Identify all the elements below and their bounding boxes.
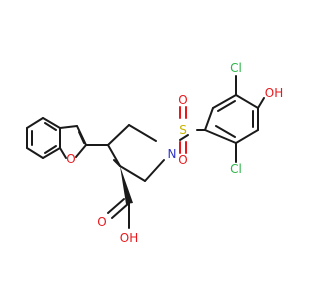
benzene-ring-left (26, 117, 61, 159)
bond-c3-hash (113, 159, 121, 167)
atom-o-sulfonyl-bottom: O (178, 153, 187, 167)
atom-oh-acid: OH (120, 231, 138, 245)
atom-oh-phenol: OH (265, 86, 283, 100)
atom-o-sulfonyl-top: O (178, 93, 187, 107)
bond-n-s (179, 134, 189, 141)
stereo-wedge-bond (120, 166, 133, 204)
atom-o-carbonyl: O (97, 215, 106, 229)
atom-n: N (168, 147, 177, 161)
atom-s: S (179, 123, 187, 137)
pyrrolidine-ring (102, 124, 165, 182)
dichlorophenol-ring (204, 94, 259, 144)
sulfonyl-group (179, 106, 206, 154)
carboxylic-acid-group (107, 198, 130, 229)
furan-ring (59, 125, 87, 159)
atom-cl-bottom: Cl (230, 162, 242, 176)
molecule-structure: O N S O O Cl Cl OH O OH (26, 61, 283, 245)
atom-cl-top: Cl (230, 61, 242, 75)
bond-oh-phenol (257, 97, 265, 109)
atom-o-furan: O (66, 152, 75, 166)
